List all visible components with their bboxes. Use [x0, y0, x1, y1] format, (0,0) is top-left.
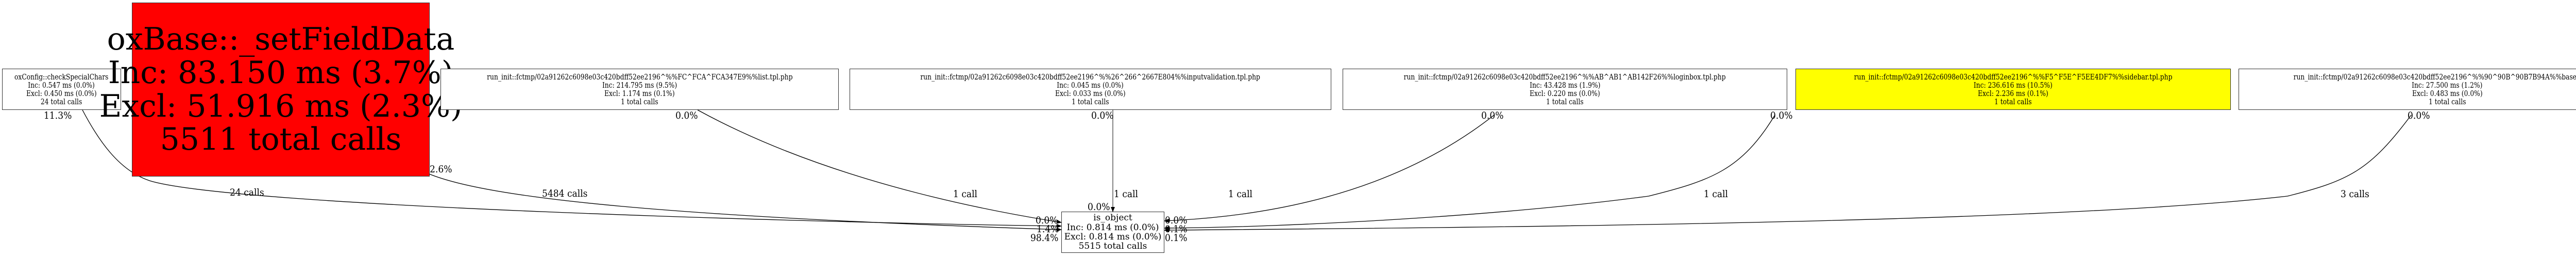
edge-tail-pct: 0.0%: [1770, 110, 1793, 121]
node-title: run_init::fctmp/02a91262c6098e03c420bdff…: [920, 72, 1261, 82]
edge-calls-label: 1 call: [1704, 188, 1728, 200]
node-setFieldData[interactable]: oxBase::_setFieldData Inc: 83.150 ms (3.…: [99, 3, 462, 177]
edge-calls-label: 1 call: [1228, 188, 1253, 200]
node-loginbox-tpl[interactable]: run_init::fctmp/02a91262c6098e03c420bdff…: [1343, 69, 1787, 110]
edge-calls-label: 24 calls: [230, 187, 264, 198]
edge-head-pct: 0.0%: [1165, 215, 1188, 226]
edge-calls-label: 1 call: [953, 188, 978, 200]
edge-calls-label: 3 calls: [2341, 188, 2369, 200]
node-title: run_init::fctmp/02a91262c6098e03c420bdff…: [1403, 72, 1726, 82]
edge-head-pct: 0.1%: [1165, 223, 1188, 235]
node-checkSpecialChars[interactable]: oxConfig::checkSpecialChars Inc: 0.547 m…: [2, 69, 121, 110]
node-inclusive-time: Inc: 0.547 ms (0.0%): [28, 80, 95, 90]
node-total-calls: 24 total calls: [41, 97, 82, 107]
edge-tail-pct: 0.0%: [2408, 110, 2430, 121]
edge-tail-pct: 11.3%: [44, 110, 72, 121]
node-total-calls: 5515 total calls: [1078, 241, 1147, 252]
node-inclusive-time: Inc: 236.616 ms (10.5%): [1973, 80, 2053, 90]
edge-calls-label: 1 call: [1114, 188, 1139, 200]
node-exclusive-time: Excl: 0.483 ms (0.0%): [2412, 89, 2483, 98]
node-title: run_init::fctmp/02a91262c6098e03c420bdff…: [486, 72, 793, 82]
node-exclusive-time: Excl: 0.814 ms (0.0%): [1064, 232, 1162, 242]
node-inclusive-time: Inc: 43.428 ms (1.9%): [1529, 80, 1601, 90]
node-exclusive-time: Excl: 51.916 ms (2.3%): [99, 88, 463, 124]
node-title: oxBase::_setFieldData: [107, 21, 455, 57]
node-inputvalidation-tpl[interactable]: run_init::fctmp/02a91262c6098e03c420bdff…: [850, 69, 1331, 110]
node-total-calls: 1 total calls: [621, 97, 658, 107]
node-total-calls: 5511 total calls: [160, 121, 402, 158]
node-is-object[interactable]: is_object Inc: 0.814 ms (0.0%) Excl: 0.8…: [1061, 212, 1164, 253]
edge-calls-label: 5484 calls: [542, 188, 588, 199]
edge-loginbox_tpl-to-is_object[interactable]: [1164, 115, 1495, 223]
node-total-calls: 1 total calls: [1994, 97, 2032, 107]
edge-list_tpl-to-is_object[interactable]: [697, 109, 1062, 224]
node-total-calls: 1 total calls: [2428, 97, 2466, 107]
edge-head-pct: 0.1%: [1165, 232, 1188, 244]
edge-tail-pct: 0.0%: [675, 110, 698, 121]
edge-head-pct: 1.4%: [1037, 223, 1059, 235]
node-inclusive-time: Inc: 0.814 ms (0.0%): [1066, 222, 1159, 233]
node-inclusive-time: Inc: 0.045 ms (0.0%): [1057, 80, 1124, 90]
edge-head-pct: 0.0%: [1036, 215, 1058, 226]
node-inclusive-time: Inc: 83.150 ms (3.7%): [108, 54, 454, 91]
node-total-calls: 1 total calls: [1072, 97, 1109, 107]
edge-base_tpl-to-is_object[interactable]: [1164, 115, 2412, 232]
edge-head-pct: 0.0%: [1088, 201, 1110, 213]
node-title: oxConfig::checkSpecialChars: [14, 72, 109, 82]
node-inclusive-time: Inc: 214.795 ms (9.5%): [602, 80, 677, 90]
edge-head-pct: 98.4%: [1030, 232, 1059, 244]
edge-tail-pct: 0.0%: [1091, 110, 1114, 121]
node-title: run_init::fctmp/02a91262c6098e03c420bdff…: [1854, 72, 2173, 82]
node-sidebar-tpl[interactable]: run_init::fctmp/02a91262c6098e03c420bdff…: [1795, 69, 2231, 110]
node-list-tpl[interactable]: run_init::fctmp/02a91262c6098e03c420bdff…: [440, 69, 839, 110]
node-title: is_object: [1093, 213, 1132, 223]
node-exclusive-time: Excl: 0.033 ms (0.0%): [1055, 89, 1126, 98]
edge-tail-pct: 2.6%: [430, 164, 452, 175]
edge-sidebar_tpl-to-is_object[interactable]: [1164, 115, 1775, 230]
node-exclusive-time: Excl: 1.174 ms (0.1%): [604, 89, 675, 98]
node-exclusive-time: Excl: 0.220 ms (0.0%): [1530, 89, 1600, 98]
node-title: run_init::fctmp/02a91262c6098e03c420bdff…: [2293, 72, 2576, 82]
node-base-tpl[interactable]: run_init::fctmp/02a91262c6098e03c420bdff…: [2239, 69, 2576, 110]
node-exclusive-time: Excl: 0.450 ms (0.0%): [26, 89, 97, 98]
edge-tail-pct: 0.0%: [1481, 110, 1504, 121]
edge-setFieldData-to-is_object[interactable]: [429, 173, 1062, 232]
node-inclusive-time: Inc: 27.500 ms (1.2%): [2412, 80, 2483, 90]
node-total-calls: 1 total calls: [1546, 97, 1584, 107]
node-exclusive-time: Excl: 2.236 ms (0.1%): [1978, 89, 2048, 98]
